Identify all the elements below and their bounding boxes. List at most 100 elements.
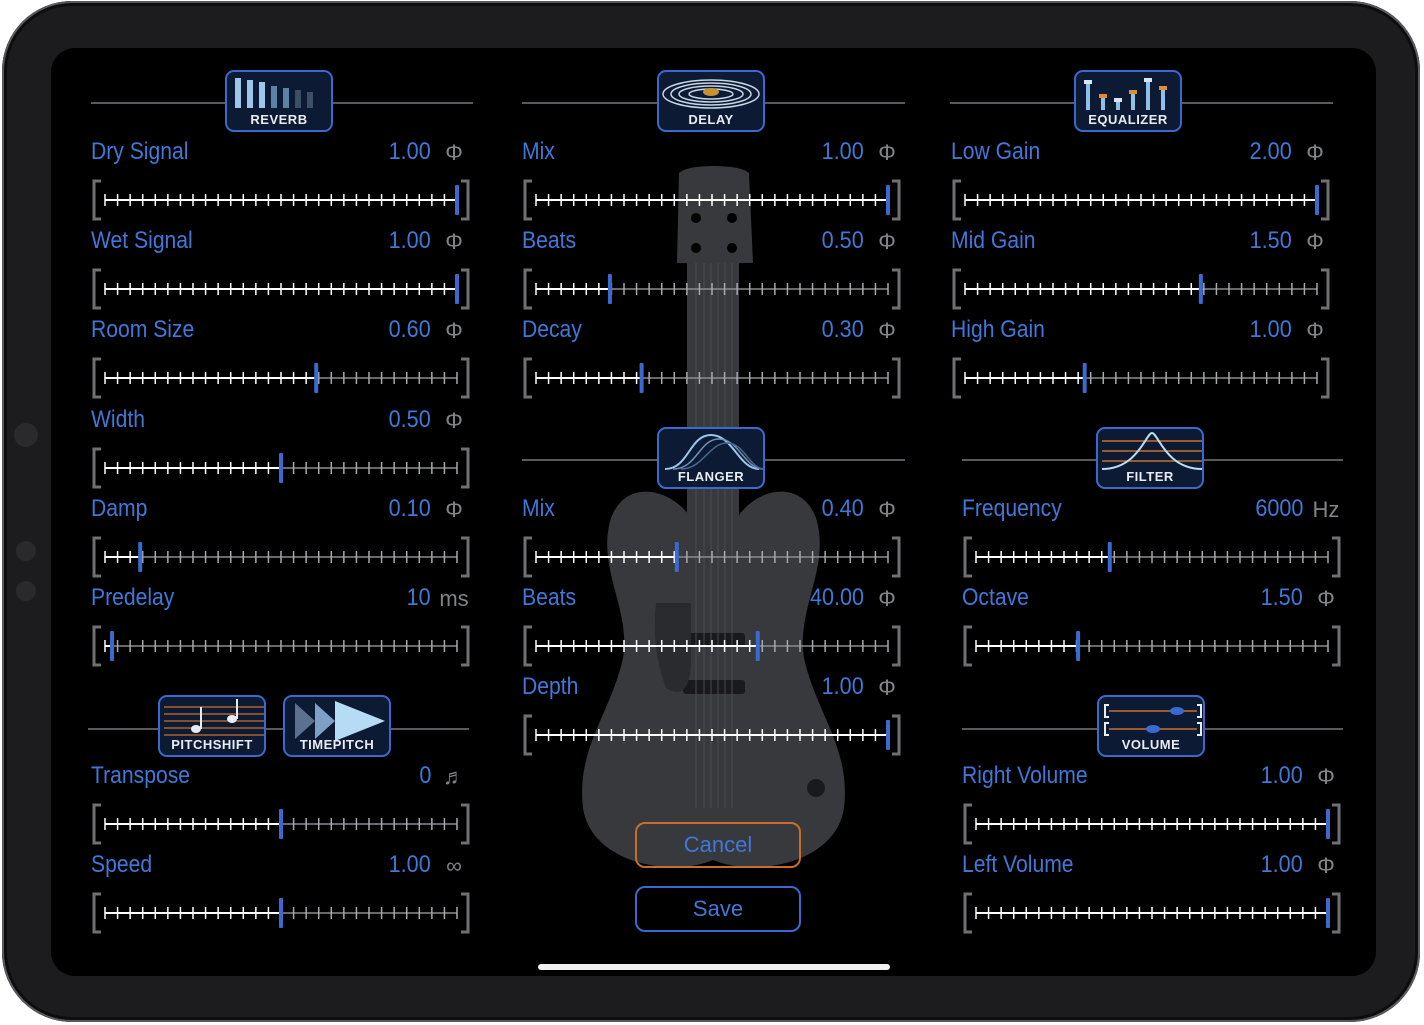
width-slider[interactable] [91,446,471,490]
flanger-depth-unit-toggle[interactable]: Φ [878,675,896,700]
dry-signal-slider[interactable] [91,178,471,222]
speed-slider-wrap [91,891,471,935]
delay-beats-slider[interactable] [522,267,902,311]
slider-thumb[interactable] [314,363,319,393]
damp-slider[interactable] [91,535,471,579]
right-volume-slider[interactable] [962,802,1342,846]
delay-beats-value: 0.50 [821,227,864,254]
slider-thumb[interactable] [110,631,115,661]
slider-thumb[interactable] [639,363,644,393]
slider-thumb[interactable] [886,720,890,750]
delay-mix-unit-toggle[interactable]: Φ [878,140,896,165]
low-gain-slider[interactable] [951,178,1331,222]
slider-thumb[interactable] [1107,542,1112,572]
slider-thumb[interactable] [138,542,143,572]
hardware-button [14,423,38,447]
delay-icon-badge[interactable]: DELAY [657,70,765,132]
high-gain-slider[interactable] [951,356,1331,400]
slider-thumb[interactable] [1315,185,1319,215]
wet-signal-slider[interactable] [91,267,471,311]
slider-thumb[interactable] [607,274,612,304]
slider-thumb[interactable] [1082,363,1087,393]
delay-mix-label: Mix [522,138,555,165]
flanger-icon-badge[interactable]: FLANGER [657,427,765,489]
wet-signal-unit-toggle[interactable]: Φ [445,229,463,254]
right-volume-unit-toggle[interactable]: Φ [1317,764,1335,789]
high-gain-unit-toggle[interactable]: Φ [1306,318,1324,343]
slider-thumb[interactable] [455,185,459,215]
delay-beats-label: Beats [522,227,577,254]
speed-slider[interactable] [91,891,471,935]
slider-bracket-right [1332,803,1341,845]
timepitch-icon-badge[interactable]: TIMEPITCH [283,695,391,757]
slider-bracket-left [92,892,101,934]
octave-unit-toggle[interactable]: Φ [1317,586,1335,611]
delay-decay-slider[interactable] [522,356,902,400]
eq-icon [1084,78,1167,110]
mid-gain-slider[interactable] [951,267,1331,311]
frequency-slider[interactable] [962,535,1342,579]
slider-bracket-left [952,268,961,310]
low-gain-slider-wrap [951,178,1331,222]
transpose-slider[interactable] [91,802,471,846]
left-volume-slider[interactable] [962,891,1342,935]
low-gain-unit-toggle[interactable]: Φ [1306,140,1324,165]
slider-thumb[interactable] [755,631,760,661]
filter-icon-badge[interactable]: FILTER [1096,427,1204,489]
reverb-icon-badge[interactable]: REVERB [225,70,333,132]
octave-slider[interactable] [962,624,1342,668]
slider-thumb[interactable] [886,185,890,215]
slider-bracket-right [892,536,901,578]
delay-icon [662,79,760,109]
flanger-depth-slider[interactable] [522,713,902,757]
flanger-beats-slider[interactable] [522,624,902,668]
delay-decay-unit-toggle[interactable]: Φ [878,318,896,343]
high-gain-value: 1.00 [1249,316,1292,343]
slider-thumb[interactable] [455,274,459,304]
flanger-mix-unit-toggle[interactable]: Φ [878,497,896,522]
flanger-mix-slider[interactable] [522,535,902,579]
slider-bracket-right [1321,357,1330,399]
frequency-label: Frequency [962,495,1062,522]
slider-thumb[interactable] [279,809,283,839]
slider-bracket-right [461,803,470,845]
room-size-unit-toggle[interactable]: Φ [445,318,463,343]
pitchshift-icon-badge[interactable]: PITCHSHIFT [158,695,266,757]
predelay-slider[interactable] [91,624,471,668]
dry-signal-unit-toggle[interactable]: Φ [445,140,463,165]
slider-thumb[interactable] [1326,898,1330,928]
volume-icon-badge[interactable]: VOLUME [1097,695,1205,757]
speed-unit-toggle[interactable]: ∞ [446,853,462,878]
slider-thumb[interactable] [674,542,679,572]
delay-mix-slider[interactable] [522,178,902,222]
slider-thumb[interactable] [279,898,283,928]
hardware-button [16,541,36,561]
octave-slider-wrap [962,624,1342,668]
delay-beats-unit-toggle[interactable]: Φ [878,229,896,254]
slider-thumb[interactable] [279,453,283,483]
room-size-slider[interactable] [91,356,471,400]
cancel-button[interactable]: Cancel [635,822,801,868]
save-button[interactable]: Save [635,886,801,932]
predelay-unit-toggle[interactable]: ms [439,586,469,611]
flanger-beats-unit-toggle[interactable]: Φ [878,586,896,611]
left-volume-unit-toggle[interactable]: Φ [1317,853,1335,878]
width-unit-toggle[interactable]: Φ [445,408,463,433]
damp-unit-toggle[interactable]: Φ [445,497,463,522]
wet-signal-slider-wrap [91,267,471,311]
mid-gain-unit-toggle[interactable]: Φ [1306,229,1324,254]
slider-thumb[interactable] [1076,631,1081,661]
delay-mix-value: 1.00 [821,138,864,165]
transpose-unit-toggle[interactable]: ♬ [443,764,465,789]
predelay-value: 10 [406,584,431,611]
octave-label: Octave [962,584,1029,611]
slider-thumb[interactable] [1326,809,1330,839]
frequency-unit-toggle[interactable]: Hz [1312,497,1340,522]
slider-bracket-right [461,357,470,399]
equalizer-icon-badge[interactable]: EQUALIZER [1074,70,1182,132]
slider-thumb[interactable] [1198,274,1203,304]
